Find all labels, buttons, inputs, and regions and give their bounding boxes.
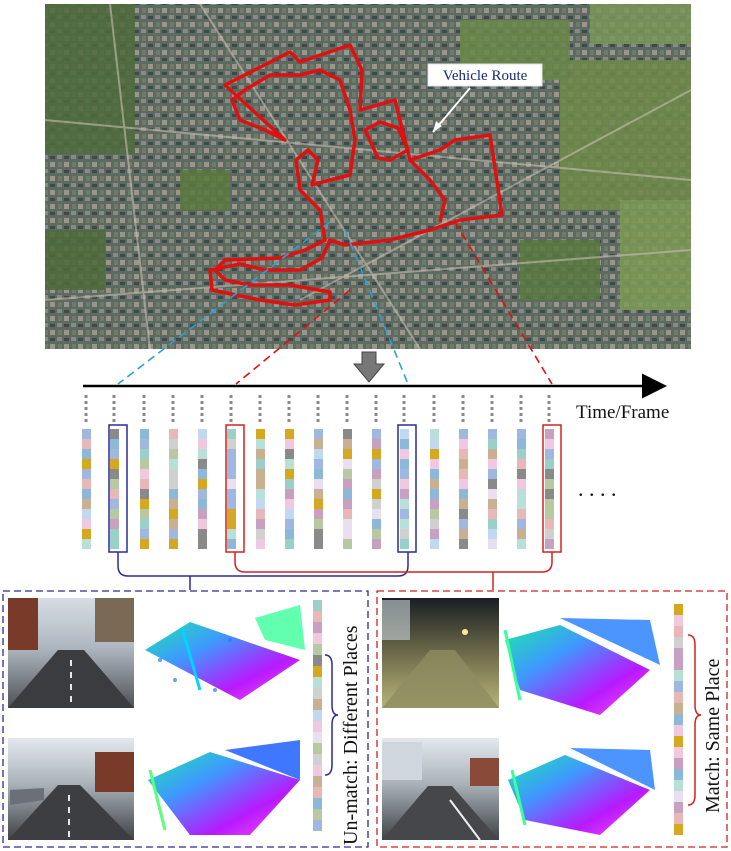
unmatch-panel: Un-match: Different Places: [2, 590, 369, 848]
lidar-scan-4: [508, 748, 655, 835]
camera-image-4: [382, 738, 499, 841]
lidar-scan-1: [145, 605, 305, 700]
left-descriptor-strips: [313, 600, 322, 831]
projection-lines: [117, 221, 553, 385]
unmatch-caption: Un-match: Different Places: [340, 625, 362, 845]
aerial-map: Vehicle Route: [44, 3, 692, 350]
continuation-dots: . . . .: [578, 476, 617, 501]
lidar-scan-3: [503, 618, 660, 715]
unmatch-box-2: [397, 424, 417, 553]
camera-image-3: [382, 598, 499, 708]
down-arrow-icon: [352, 351, 386, 383]
match-connector: [234, 552, 553, 573]
unmatch-brace: [324, 654, 339, 776]
unmatch-connector: [117, 552, 409, 577]
match-brace: [687, 634, 702, 806]
vehicle-route: [208, 43, 504, 307]
match-panel: Match: Same Place: [376, 590, 728, 848]
camera-image-1: [8, 598, 134, 708]
time-axis-label: Time/Frame: [576, 402, 669, 423]
route-label-box: [427, 63, 543, 87]
lidar-scan-2: [148, 740, 300, 835]
match-caption: Match: Same Place: [702, 658, 724, 813]
right-descriptor-strips: [674, 604, 683, 835]
camera-image-2: [8, 738, 134, 840]
route-label: Vehicle Route: [443, 68, 528, 84]
descriptor-columns: [82, 395, 554, 549]
